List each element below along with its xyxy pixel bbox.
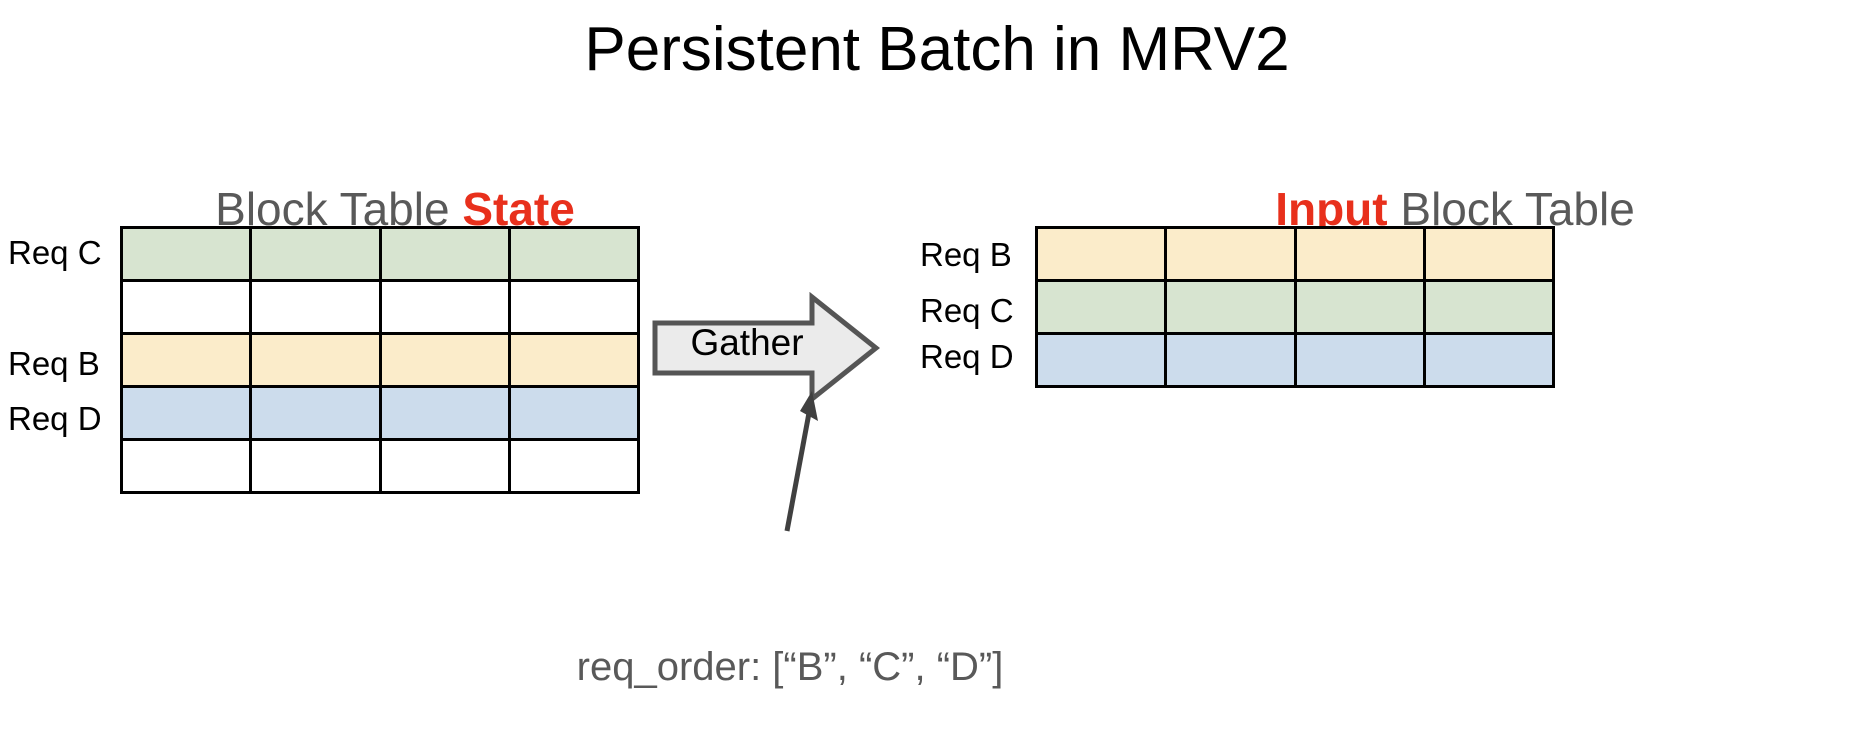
- block-table-state-grid: [120, 226, 640, 494]
- block-table-state-cell: [510, 388, 637, 438]
- block-table-state-cell: [381, 335, 508, 385]
- gather-label: Gather: [690, 322, 804, 363]
- block-table-state-cell: [510, 335, 637, 385]
- block-table-state-cell: [252, 282, 379, 332]
- block-table-state-cell: [381, 388, 508, 438]
- block-table-state-cell: [252, 335, 379, 385]
- input-block-table-cell: [1167, 335, 1294, 385]
- block-table-state-cell: [123, 388, 250, 438]
- input-block-table-grid: [1035, 226, 1555, 388]
- left-row-label-req-b: Req B: [8, 345, 100, 382]
- block-table-state-cell: [510, 441, 637, 491]
- left-row-label-req-d: Req D: [8, 400, 102, 437]
- input-block-table-cell: [1425, 282, 1552, 332]
- block-table-state-cell: [123, 229, 250, 279]
- gather-arrow-icon: [652, 292, 880, 404]
- block-table-state-cell: [123, 335, 250, 385]
- input-block-table-cell: [1425, 229, 1552, 279]
- input-block-table-cell: [1296, 335, 1423, 385]
- block-table-state-cell: [123, 441, 250, 491]
- input-block-table-cell: [1038, 282, 1165, 332]
- input-block-table-cell: [1296, 282, 1423, 332]
- page-title: Persistent Batch in MRV2: [584, 15, 1290, 84]
- input-block-table-cell: [1167, 282, 1294, 332]
- input-block-table-cell: [1296, 229, 1423, 279]
- block-table-state-cell: [381, 441, 508, 491]
- block-table-state-cell: [510, 282, 637, 332]
- right-row-label-req-c: Req C: [920, 292, 1014, 329]
- left-row-label-req-c: Req C: [8, 234, 102, 271]
- input-block-table-cell: [1038, 335, 1165, 385]
- block-table-state-cell: [123, 282, 250, 332]
- input-block-table-cell: [1038, 229, 1165, 279]
- req-order-caption: req_order: [“B”, “C”, “D”]: [576, 645, 1004, 689]
- block-table-state-cell: [252, 388, 379, 438]
- right-row-label-req-d: Req D: [920, 338, 1014, 375]
- block-table-state-cell: [381, 282, 508, 332]
- callout-arrow-icon: [760, 385, 840, 535]
- block-table-state-cell: [252, 441, 379, 491]
- block-table-state-cell: [381, 229, 508, 279]
- right-row-label-req-b: Req B: [920, 236, 1012, 273]
- block-table-state-cell: [510, 229, 637, 279]
- block-table-state-cell: [252, 229, 379, 279]
- input-block-table-cell: [1425, 335, 1552, 385]
- input-block-table-cell: [1167, 229, 1294, 279]
